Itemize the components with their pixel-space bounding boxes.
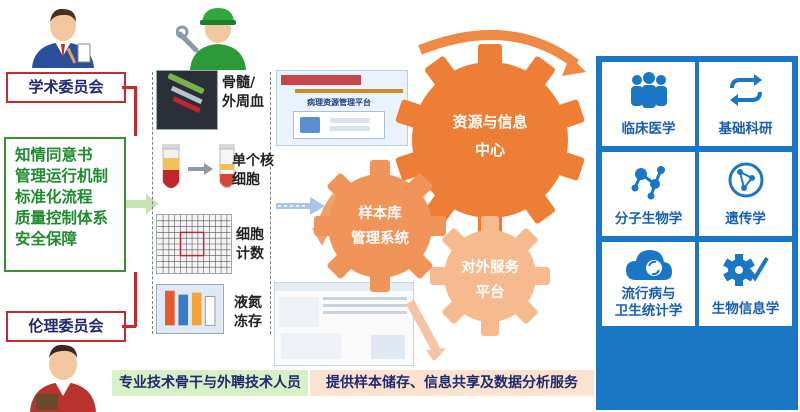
gear-label-biobank: 样本库 管理系统 [335, 202, 425, 252]
management-item: 标准化流程 [15, 188, 93, 206]
label-line: 液氮 [234, 295, 262, 311]
dashboard-table [281, 333, 341, 359]
label-line: 冻存 [234, 314, 262, 330]
connector-line-top-vertical [134, 86, 137, 136]
cryostorage-vials-image [156, 284, 224, 334]
dashboard-header [275, 283, 413, 291]
dashboard-line [323, 304, 407, 307]
label-line: 卫生统计学 [614, 303, 683, 319]
dashboard-line [323, 311, 407, 314]
staff-band: 专业技术骨干与外聘技术人员 [112, 370, 308, 396]
app-label: 基础科研 [699, 121, 792, 138]
academic-expert-avatar-icon [32, 8, 94, 68]
platform-dashboard-screenshot [274, 282, 414, 366]
label-line: 基础科研 [718, 121, 773, 137]
dashed-guide [152, 72, 153, 334]
dashboard-sidebar [279, 297, 319, 327]
academic-committee-box: 学术委员会 [6, 72, 126, 103]
management-item: 安全保障 [15, 230, 78, 248]
username-field [330, 118, 370, 123]
label-line: 遗传学 [725, 211, 766, 227]
external-service-gear [430, 216, 550, 336]
gear-label-resource-center: 资源与信息 中心 [440, 108, 540, 164]
app-label: 遗传学 [699, 211, 792, 228]
login-panel [293, 111, 385, 139]
app-cell-basic-research: 基础科研 [699, 62, 792, 146]
network-globe-icon [728, 162, 763, 198]
app-cell-epidemiology: 流行病与 卫生统计学 [602, 242, 695, 326]
management-item: 质量控制体系 [15, 209, 109, 227]
dashboard-chart [371, 335, 405, 359]
app-cell-bioinformatics: 生物信息学 [699, 242, 792, 326]
sample-label-counting: 细胞 计数 [236, 226, 264, 264]
ethics-committee-box: 伦理委员会 [6, 311, 126, 342]
biobank-system-gear [314, 160, 446, 292]
label-line: 外周血 [222, 94, 264, 110]
label-line: 中心 [474, 141, 505, 159]
management-item: 管理运行机制 [15, 167, 109, 185]
app-cell-molecular-biology: 分子生物学 [602, 152, 695, 236]
arc-arrow-bottom [406, 299, 441, 353]
application-panel: 临床医学 基础科研 分子生物学 遗传学 流行病与 卫生统计学 [596, 56, 798, 410]
app-cell-genetics: 遗传学 [699, 152, 792, 236]
arc-arrowhead-top [562, 56, 586, 76]
password-field [330, 126, 370, 131]
label-line: 分子生物学 [614, 211, 683, 227]
services-band: 提供样本储存、信息共享及数据分析服务 [310, 370, 594, 396]
technician-avatar-icon [176, 8, 246, 70]
cloud-sync-icon [625, 250, 672, 280]
molecule-icon [631, 166, 665, 200]
gear-label-service: 对外服务 平台 [445, 256, 535, 306]
label-line: 细胞 [232, 172, 260, 188]
label-line: 平台 [475, 285, 505, 301]
process-arrow-icon [188, 163, 213, 175]
sample-label-mononuclear: 单个核 细胞 [232, 152, 274, 190]
label-line: 计数 [236, 246, 264, 262]
blood-tube-image [156, 70, 218, 130]
connector-line-top [122, 86, 136, 89]
app-label: 生物信息学 [699, 301, 792, 318]
login-key-icon [300, 117, 320, 133]
label-line: 资源与信息 [452, 113, 528, 131]
sample-label-cryo: 液氮 冻存 [234, 294, 262, 332]
dashboard-line [323, 297, 407, 300]
staff-avatar-icon [30, 344, 96, 412]
header-strip [295, 89, 403, 93]
logo-strip [281, 75, 361, 85]
label-line: 骨髓/ [222, 75, 256, 91]
arc-arrowhead-bottom [426, 348, 446, 360]
arrow-to-samples-icon [126, 194, 159, 214]
label-line: 临床医学 [621, 121, 676, 137]
arc-arrow-top [418, 29, 580, 68]
connector-line-bottom [122, 325, 136, 328]
gear-check-icon [722, 254, 769, 286]
platform-title: 病理资源管理平台 [307, 98, 371, 107]
connector-line-bottom-vertical [134, 272, 137, 327]
centrifuge-tube-icon [162, 144, 180, 189]
arrow-to-biobank-icon [276, 197, 325, 215]
platform-login-screenshot: 病理资源管理平台 [276, 70, 408, 146]
label-line: 细胞 [236, 227, 264, 243]
sample-label-blood: 骨髓/ 外周血 [222, 74, 264, 112]
cycle-arrows-icon [729, 74, 762, 106]
app-label: 分子生物学 [602, 211, 695, 228]
management-item: 知情同意书 [15, 146, 93, 164]
label-line: 对外服务 [461, 260, 519, 276]
label-line: 流行病与 [621, 286, 676, 302]
label-line: 样本库 [358, 206, 402, 222]
app-label: 流行病与 卫生统计学 [602, 286, 695, 320]
people-icon [630, 72, 667, 108]
cell-counting-grid-image [156, 214, 232, 274]
label-line: 单个核 [232, 153, 274, 169]
separated-cells-tube-icon [219, 144, 235, 189]
app-cell-clinical: 临床医学 [602, 62, 695, 146]
label-line: 管理系统 [351, 231, 409, 247]
dashed-guide [270, 72, 271, 334]
gear-cluster [312, 29, 586, 360]
label-line: 生物信息学 [711, 301, 780, 317]
management-system-box: 知情同意书 管理运行机制 标准化流程 质量控制体系 安全保障 [4, 137, 126, 272]
app-label: 临床医学 [602, 121, 695, 138]
